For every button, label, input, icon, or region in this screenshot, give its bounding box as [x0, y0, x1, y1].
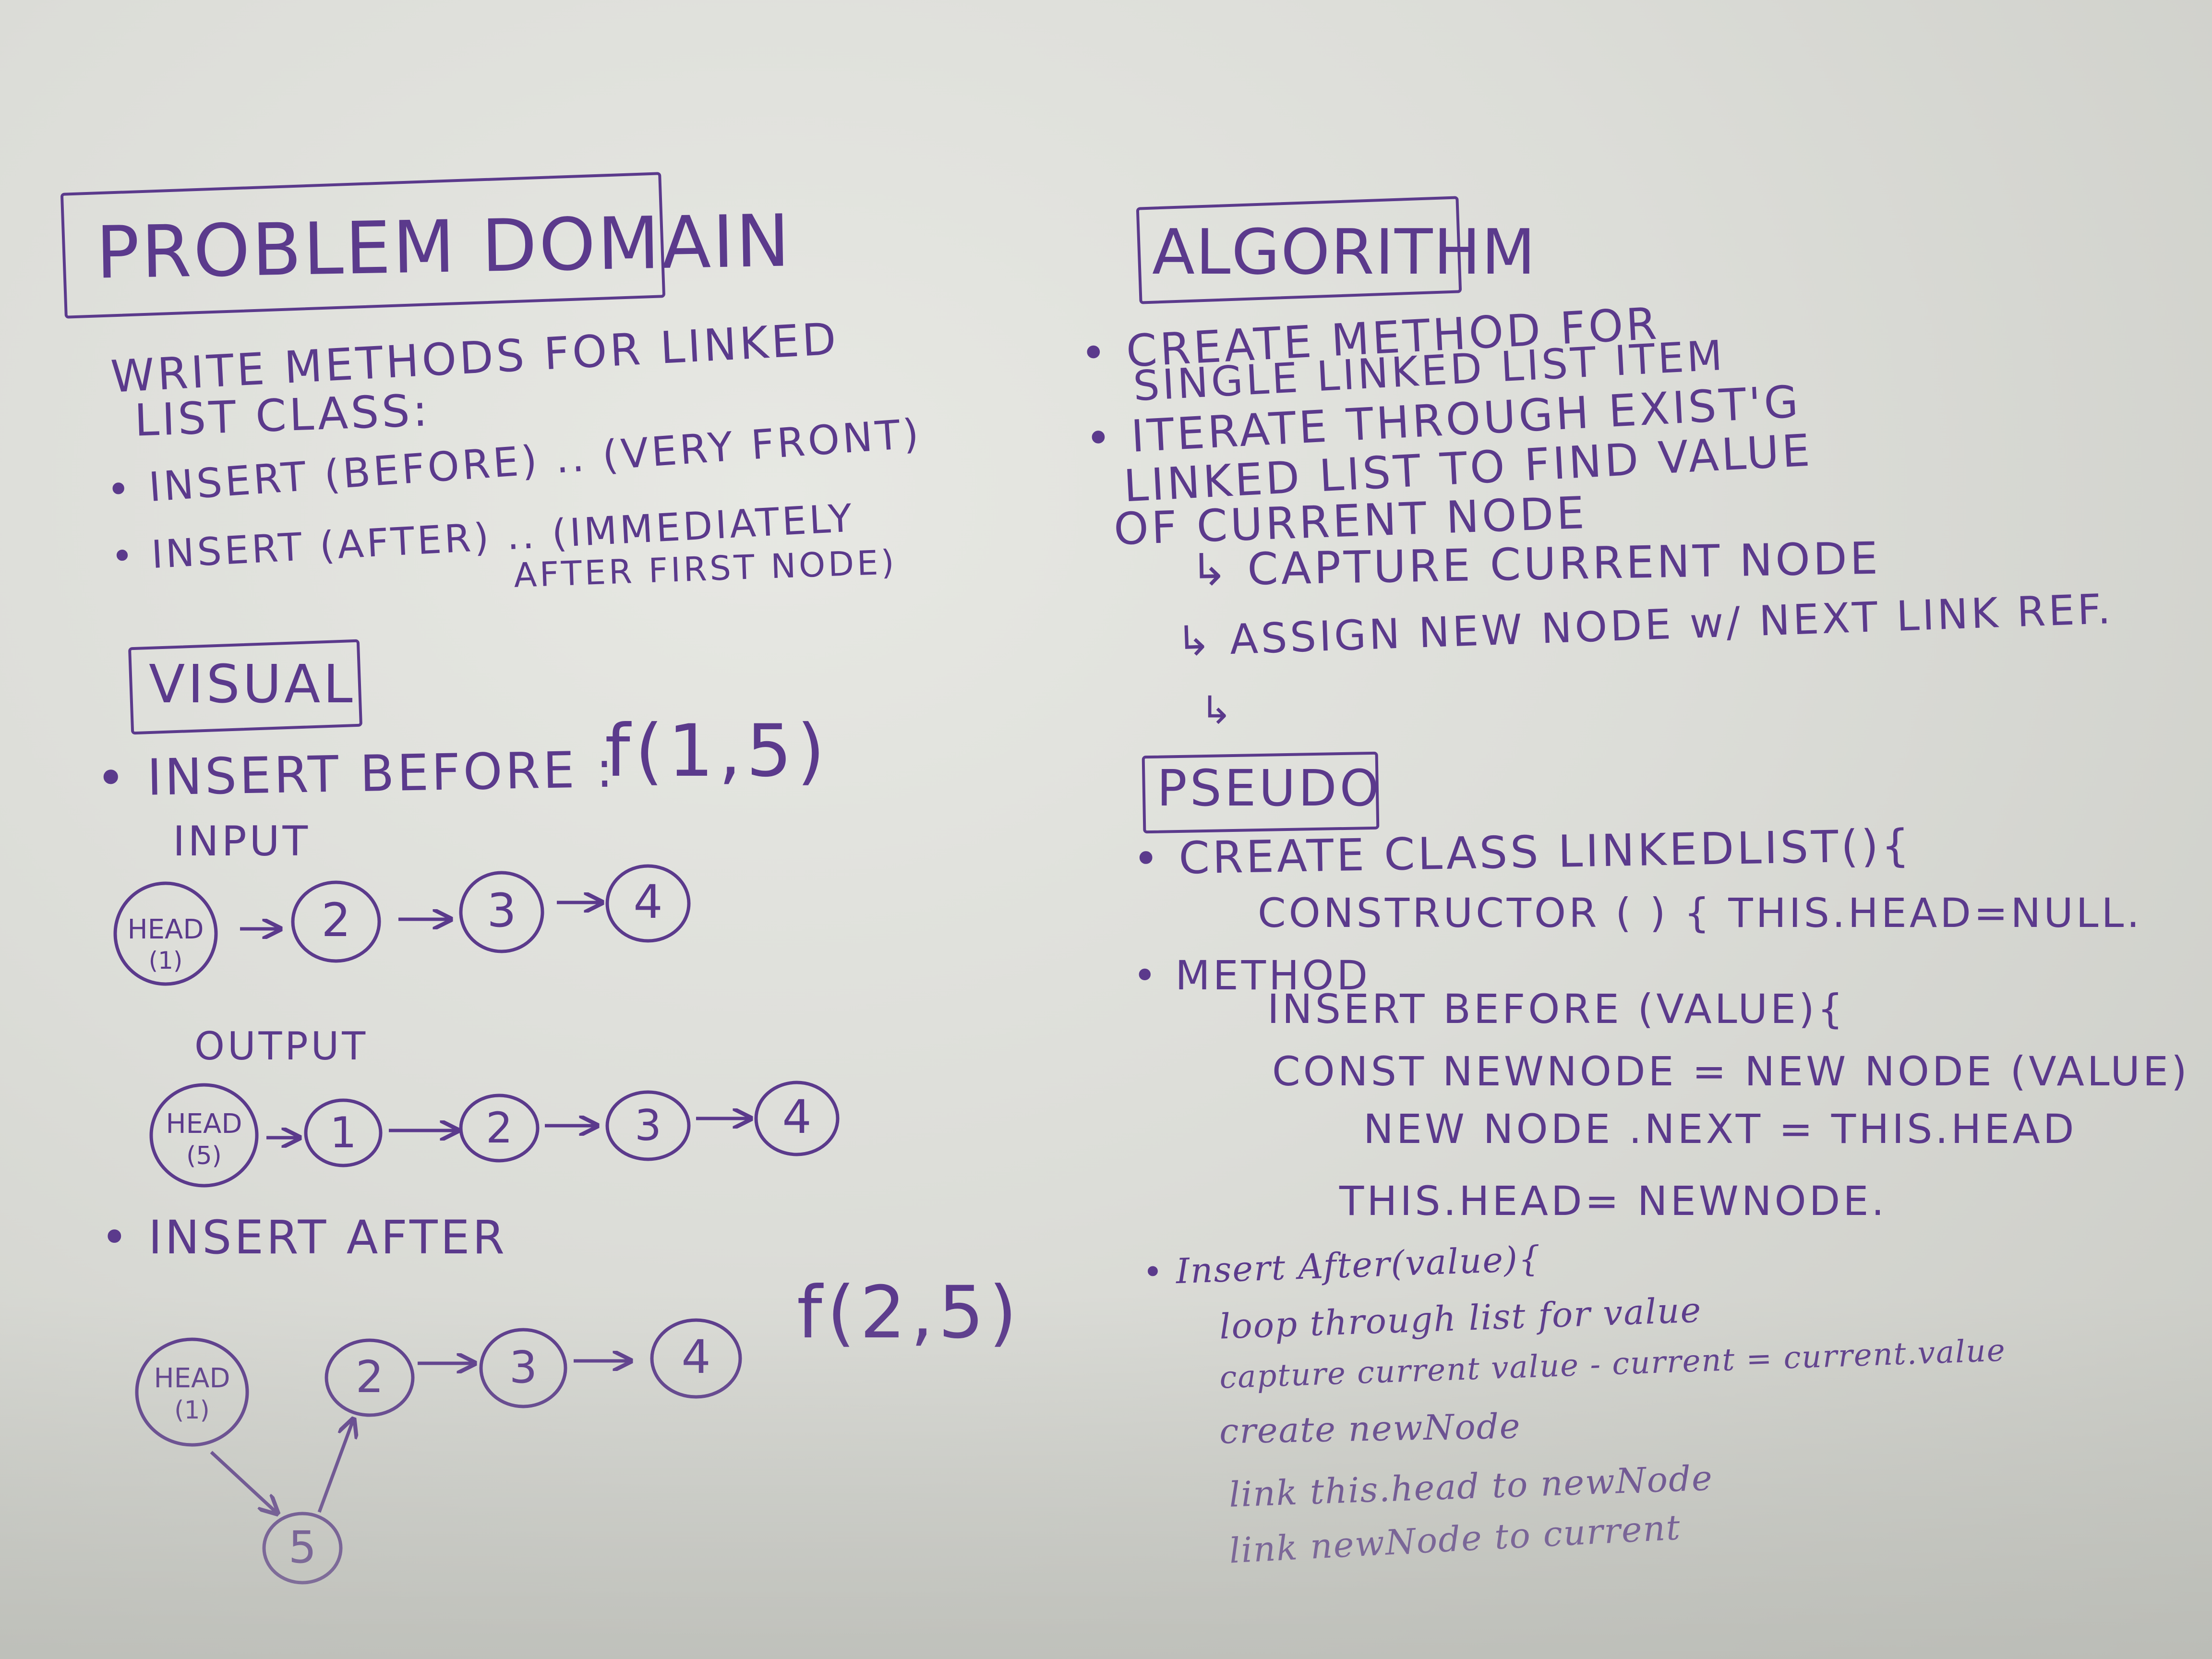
output-node-2: [459, 1094, 540, 1163]
input-head-node: [113, 881, 218, 986]
pseudo-line-3: • METHOD: [1133, 952, 1371, 999]
insert-after-label: • INSERT AFTER: [101, 1211, 507, 1264]
output-node-3-label: 3: [635, 1101, 661, 1150]
output-node-4: [754, 1081, 840, 1156]
algorithm-line-8: ↳: [1200, 688, 1236, 733]
output-head-value: (5): [186, 1142, 222, 1170]
insert-after-row: HEAD (1) 2 3 4 5: [135, 1318, 742, 1585]
output-row: HEAD (5) 1 2 3 4: [149, 1081, 840, 1188]
output-head-label: HEAD: [166, 1108, 242, 1140]
pseudo-title: PSEUDO: [1157, 759, 1382, 817]
after-head-label: HEAD: [154, 1363, 230, 1394]
after-node-2-label: 2: [356, 1351, 384, 1403]
output-node-2-label: 2: [486, 1103, 513, 1153]
input-node-2-label: 2: [321, 893, 350, 947]
after-node-5-label: 5: [289, 1522, 317, 1573]
after-node-4: [650, 1318, 742, 1399]
output-node-3: [605, 1090, 691, 1161]
input-label: INPUT: [173, 817, 311, 866]
after-node-2: [325, 1338, 415, 1417]
pseudo-line-5: CONST NEWNODE = NEW NODE (VALUE): [1272, 1048, 2190, 1095]
output-node-1-label: 1: [330, 1108, 357, 1157]
after-node-4-label: 4: [681, 1330, 710, 1384]
pseudo-line-6: NEW NODE .NEXT = THIS.HEAD: [1363, 1106, 2077, 1153]
input-node-2: [291, 880, 381, 963]
after-head-node: [135, 1337, 249, 1447]
input-node-3: [459, 871, 544, 953]
insert-after-call: f(2,5): [797, 1271, 1022, 1355]
visual-title: VISUAL: [149, 653, 356, 715]
output-node-4-label: 4: [782, 1090, 811, 1144]
input-row: HEAD (1) 2 3 4: [113, 864, 691, 986]
after-head-value: (1): [174, 1396, 210, 1425]
after-node-5: [262, 1512, 343, 1585]
input-node-4: [605, 864, 691, 943]
input-head-label: HEAD: [128, 914, 204, 945]
output-node-1: [304, 1098, 383, 1167]
input-node-3-label: 3: [487, 884, 516, 938]
input-head-value: (1): [149, 947, 183, 974]
output-head-node: [149, 1083, 259, 1188]
output-label: OUTPUT: [194, 1024, 369, 1069]
after-node-3-label: 3: [509, 1342, 538, 1393]
pseudo-line-4: INSERT BEFORE (VALUE){: [1267, 986, 1846, 1033]
pseudo-line-2: CONSTRUCTOR ( ) { THIS.HEAD=NULL.: [1258, 890, 2142, 937]
algorithm-title: ALGORITHM: [1152, 216, 1537, 289]
insert-before-call: f(1,5): [605, 709, 830, 793]
input-node-4-label: 4: [633, 875, 662, 929]
after-node-3: [479, 1328, 567, 1408]
pseudo-line-7: THIS.HEAD= NEWNODE.: [1339, 1178, 1887, 1225]
